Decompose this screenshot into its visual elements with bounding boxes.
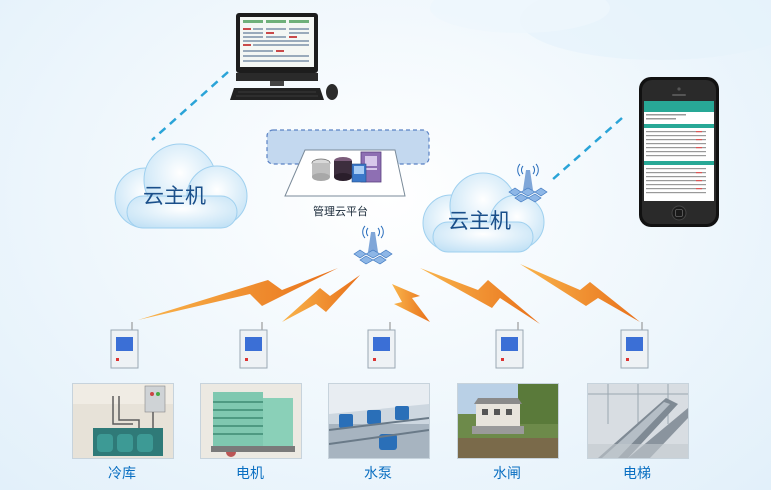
- controller-box: [368, 322, 395, 368]
- device-label-elevator: 电梯: [615, 463, 659, 483]
- photo-motor: [200, 383, 302, 459]
- controller-box: [621, 322, 648, 368]
- photo-cold-storage: [72, 383, 174, 459]
- controller-box: [240, 322, 267, 368]
- photo-water-gate: [457, 383, 559, 459]
- device-label-cold-storage: 冷库: [100, 463, 144, 483]
- controller-box: [496, 322, 523, 368]
- device-label-motor: 电机: [228, 463, 272, 483]
- controller-box: [111, 322, 138, 368]
- photo-elevator: [587, 383, 689, 459]
- photo-water-pump: [328, 383, 430, 459]
- device-label-water-pump: 水泵: [356, 463, 400, 483]
- device-label-water-gate: 水闸: [485, 463, 529, 483]
